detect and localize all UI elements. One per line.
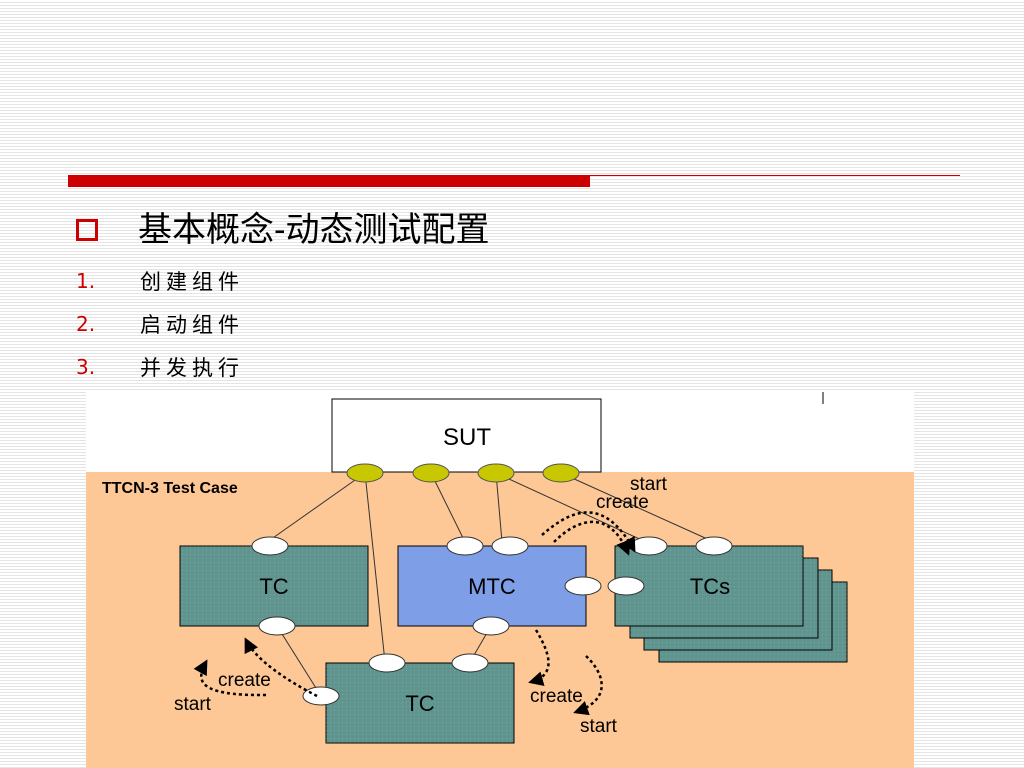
start-arrow-left bbox=[193, 659, 267, 697]
port bbox=[258, 616, 296, 636]
mtc-box bbox=[397, 545, 587, 627]
port bbox=[695, 536, 733, 556]
sut-box bbox=[331, 398, 602, 473]
tc-left-label: TC bbox=[259, 574, 288, 599]
test-configuration-diagram: TTCN-3 Test Case SUT TCs TC MTC TC bbox=[86, 390, 914, 768]
port bbox=[607, 576, 645, 596]
create-arrow-bottom bbox=[528, 629, 550, 686]
label-start-left: start bbox=[174, 694, 212, 715]
tcs-label: TCs bbox=[690, 574, 730, 599]
tc-left-box-texture bbox=[180, 546, 368, 626]
component-ports bbox=[251, 536, 733, 706]
port bbox=[630, 536, 668, 556]
port bbox=[451, 653, 489, 673]
tc-bottom-box-texture bbox=[326, 663, 514, 743]
label-create-left: create bbox=[218, 670, 271, 691]
slide-heading: 基本概念-动态测试配置 bbox=[138, 210, 490, 250]
arrow-labels: start create create start create start bbox=[174, 474, 668, 737]
test-case-label: TTCN-3 Test Case bbox=[102, 480, 238, 497]
list-item: 2. 启动组件 bbox=[76, 309, 244, 339]
port bbox=[251, 536, 289, 556]
title-accent-line bbox=[590, 175, 960, 176]
sut-port bbox=[542, 463, 580, 483]
list-text: 创建组件 bbox=[140, 270, 244, 294]
label-create-top: create bbox=[596, 492, 649, 513]
port bbox=[446, 536, 484, 556]
square-bullet-icon bbox=[76, 219, 98, 241]
label-start-bottom: start bbox=[580, 716, 618, 737]
tcs-box-texture bbox=[615, 546, 803, 626]
sut-port bbox=[412, 463, 450, 483]
list-text: 启动组件 bbox=[140, 313, 244, 337]
title-accent-bar bbox=[68, 175, 590, 187]
port bbox=[491, 536, 529, 556]
port bbox=[472, 616, 510, 636]
list-item: 3. 并发执行 bbox=[76, 352, 244, 382]
create-arrow-left bbox=[244, 637, 318, 698]
sut-label: SUT bbox=[443, 424, 491, 451]
port bbox=[564, 576, 602, 596]
sut-port bbox=[477, 463, 515, 483]
create-arrow-top bbox=[541, 511, 636, 553]
start-arrow-bottom bbox=[573, 655, 603, 716]
label-start-top: start bbox=[630, 474, 668, 495]
sut-ports bbox=[346, 463, 580, 483]
port bbox=[368, 653, 406, 673]
list-number: 1. bbox=[76, 269, 96, 293]
list-number: 3. bbox=[76, 355, 96, 379]
port bbox=[302, 686, 340, 706]
mtc-label: MTC bbox=[468, 574, 516, 599]
list-item: 1. 创建组件 bbox=[76, 266, 244, 296]
list-number: 2. bbox=[76, 312, 96, 336]
sut-port bbox=[346, 463, 384, 483]
tc-bottom-label: TC bbox=[405, 691, 434, 716]
heading-row: 基本概念-动态测试配置 bbox=[76, 204, 490, 256]
create-start-arrows bbox=[193, 511, 636, 716]
list-text: 并发执行 bbox=[140, 356, 244, 380]
label-create-bottom: create bbox=[530, 686, 583, 707]
